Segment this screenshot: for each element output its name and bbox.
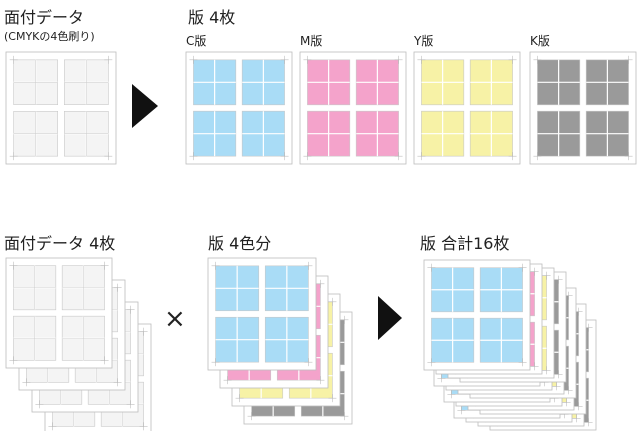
bottom-data-label: 面付データ 4枚 — [4, 234, 116, 253]
top-plates-label: 版 4枚 — [188, 8, 236, 27]
plate-label-k: K版 — [530, 34, 550, 48]
plate-label-c: C版 — [186, 34, 207, 48]
plate-c-sheet — [185, 51, 293, 165]
total-plate-s1-c4 — [423, 259, 531, 371]
top-arrow — [132, 84, 158, 128]
plate-label-y: Y版 — [414, 34, 434, 48]
times-symbol: × — [164, 304, 186, 334]
plate-k-sheet — [529, 51, 637, 165]
top-data-sheet — [5, 51, 117, 165]
bottom-data-sheet-1 — [5, 257, 113, 369]
bottom-plates-label: 版 4色分 — [208, 234, 272, 253]
plate-label-m: M版 — [300, 34, 323, 48]
plate-m-sheet — [299, 51, 407, 165]
bottom-arrow — [378, 296, 402, 340]
top-data-label: 面付データ — [4, 8, 85, 27]
top-data-sublabel: (CMYKの4色刷り) — [4, 30, 95, 43]
plate-y-sheet — [413, 51, 521, 165]
bottom-total-label: 版 合計16枚 — [420, 234, 510, 253]
bottom-plate-stack-4 — [207, 257, 317, 371]
